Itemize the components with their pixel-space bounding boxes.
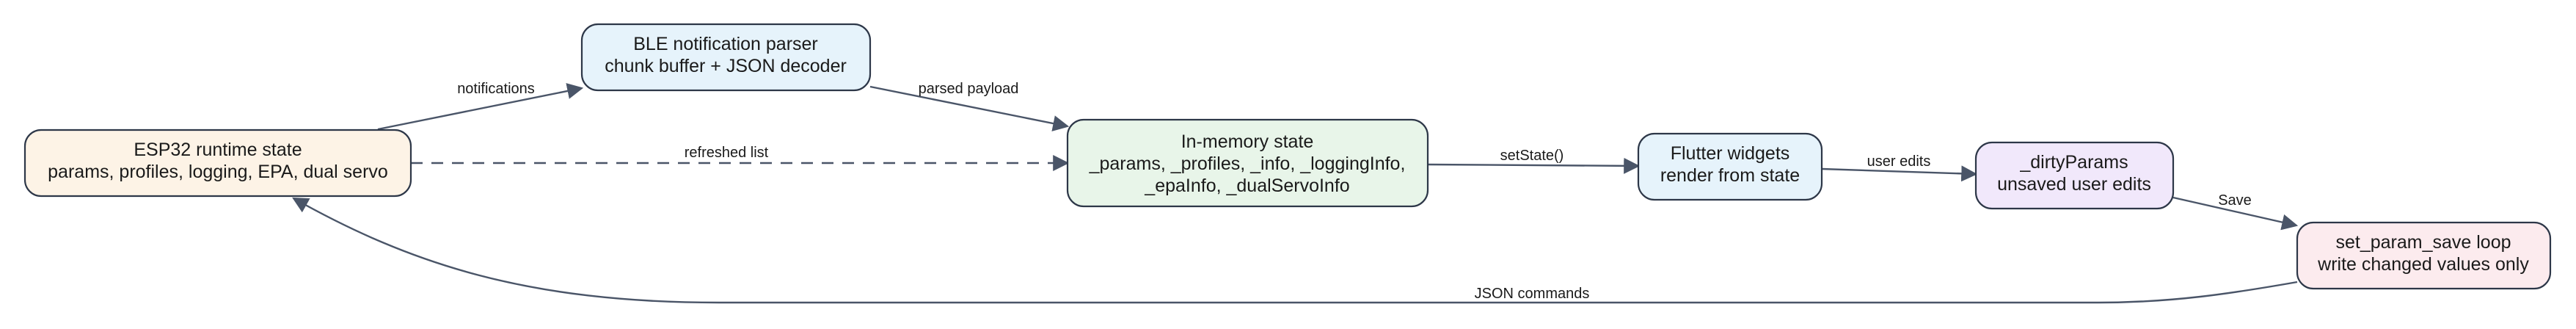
node-dirty-params: _dirtyParams unsaved user edits [1974,141,2175,210]
node-subtitle: render from state [1660,165,1800,186]
edge-label-refreshed-list: refreshed list [685,145,769,161]
edge-label-json-commands: JSON commands [1475,286,1590,302]
node-subtitle: write changed values only [2317,254,2529,275]
edge-user-edits [1821,165,1978,182]
node-box [1637,132,1823,201]
node-ble-notification-parser: BLE notification parser chunk buffer + J… [580,23,872,92]
edge-label-save: Save [2218,192,2252,209]
edge-save [2172,196,2299,231]
edge-labels: notifications parsed payload refreshed l… [457,81,2252,302]
edges [292,83,2299,304]
node-subtitle: chunk buffer + JSON decoder [605,56,847,76]
node-box [2296,221,2552,290]
node-subtitle: params, profiles, logging, EPA, dual ser… [48,162,388,182]
node-title: Flutter widgets [1671,143,1790,164]
edge-set-state [1427,157,1641,174]
node-subtitle: _params, _profiles, _info, _loggingInfo, [1089,153,1406,174]
edge-label-notifications: notifications [457,81,535,97]
node-box [580,23,872,92]
node-title: BLE notification parser [633,34,818,54]
node-title: In-memory state [1181,131,1314,152]
node-set-param-save-loop: set_param_save loop write changed values… [2296,221,2552,290]
node-title: ESP32 runtime state [134,140,302,160]
node-box [1974,141,2175,210]
node-subtitle: unsaved user edits [1997,174,2151,195]
node-box [1066,118,1429,208]
node-esp32-runtime-state: ESP32 runtime state params, profiles, lo… [23,129,412,198]
edge-notifications [377,83,584,131]
edge-label-user-edits: user edits [1867,153,1931,170]
node-title: _dirtyParams [2019,152,2128,173]
node-flutter-widgets: Flutter widgets render from state [1637,132,1823,201]
edge-label-parsed-payload: parsed payload [919,81,1019,97]
edge-json-commands [292,197,2298,304]
node-title: set_param_save loop [2335,232,2511,253]
edge-label-set-state: setState() [1500,148,1564,164]
node-box [23,129,412,198]
node-in-memory-state: In-memory state _params, _profiles, _inf… [1066,118,1429,208]
node-subtitle: _epaInfo, _dualServoInfo [1144,176,1349,196]
edge-parsed-payload [869,85,1070,131]
